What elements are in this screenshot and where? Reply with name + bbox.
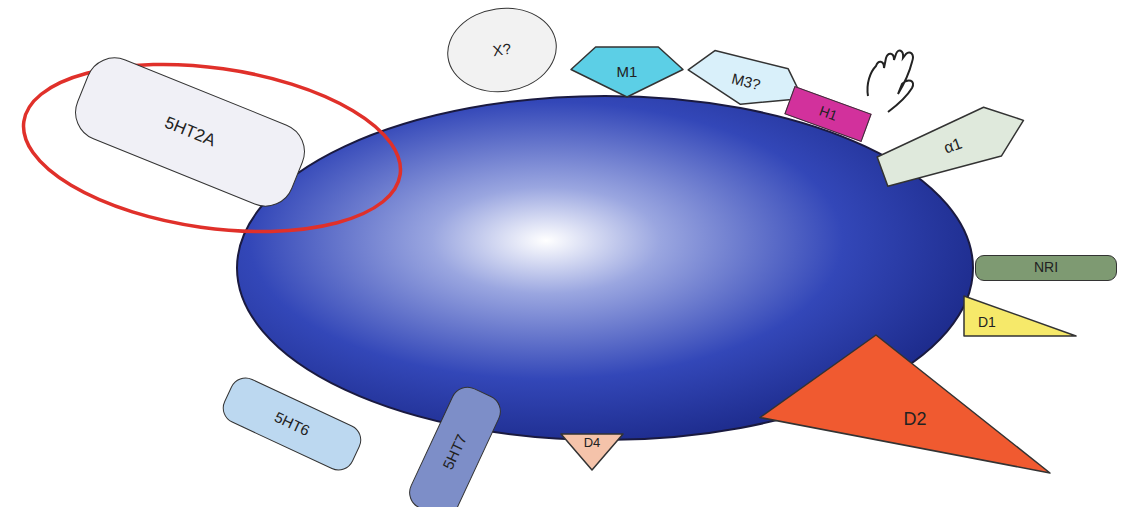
hand-symbol bbox=[867, 51, 913, 112]
receptor-shape: D1 bbox=[964, 296, 1076, 336]
receptor-shape: X? bbox=[442, 1, 563, 99]
receptor-shape: 5HT2A bbox=[66, 49, 313, 216]
receptor-shape: D2 bbox=[760, 335, 1050, 485]
receptor-shape: M1 bbox=[571, 47, 683, 97]
receptor-polygon bbox=[561, 434, 623, 470]
receptor-label: D4 bbox=[584, 436, 601, 450]
receptor-label: 5HT2A bbox=[162, 113, 218, 150]
receptor-label: D2 bbox=[903, 410, 926, 430]
receptor-polygon bbox=[874, 96, 1033, 196]
receptor-label: X? bbox=[492, 41, 512, 60]
receptor-label: D1 bbox=[978, 315, 996, 330]
receptor-polygon bbox=[964, 296, 1076, 336]
receptor-label: NRI bbox=[1034, 260, 1058, 275]
receptor-shape: α1 bbox=[874, 96, 1033, 196]
receptor-shape: D4 bbox=[561, 434, 623, 470]
highlight-circle bbox=[13, 42, 412, 253]
receptor-label: 5HT7 bbox=[440, 432, 470, 472]
receptor-polygon bbox=[571, 47, 683, 97]
receptor-label: H1 bbox=[817, 104, 839, 125]
receptor-shape: NRI bbox=[975, 255, 1117, 281]
receptor-label: M1 bbox=[617, 64, 638, 81]
receptor-polygon bbox=[760, 335, 1050, 473]
receptor-label: 5HT6 bbox=[272, 409, 312, 439]
